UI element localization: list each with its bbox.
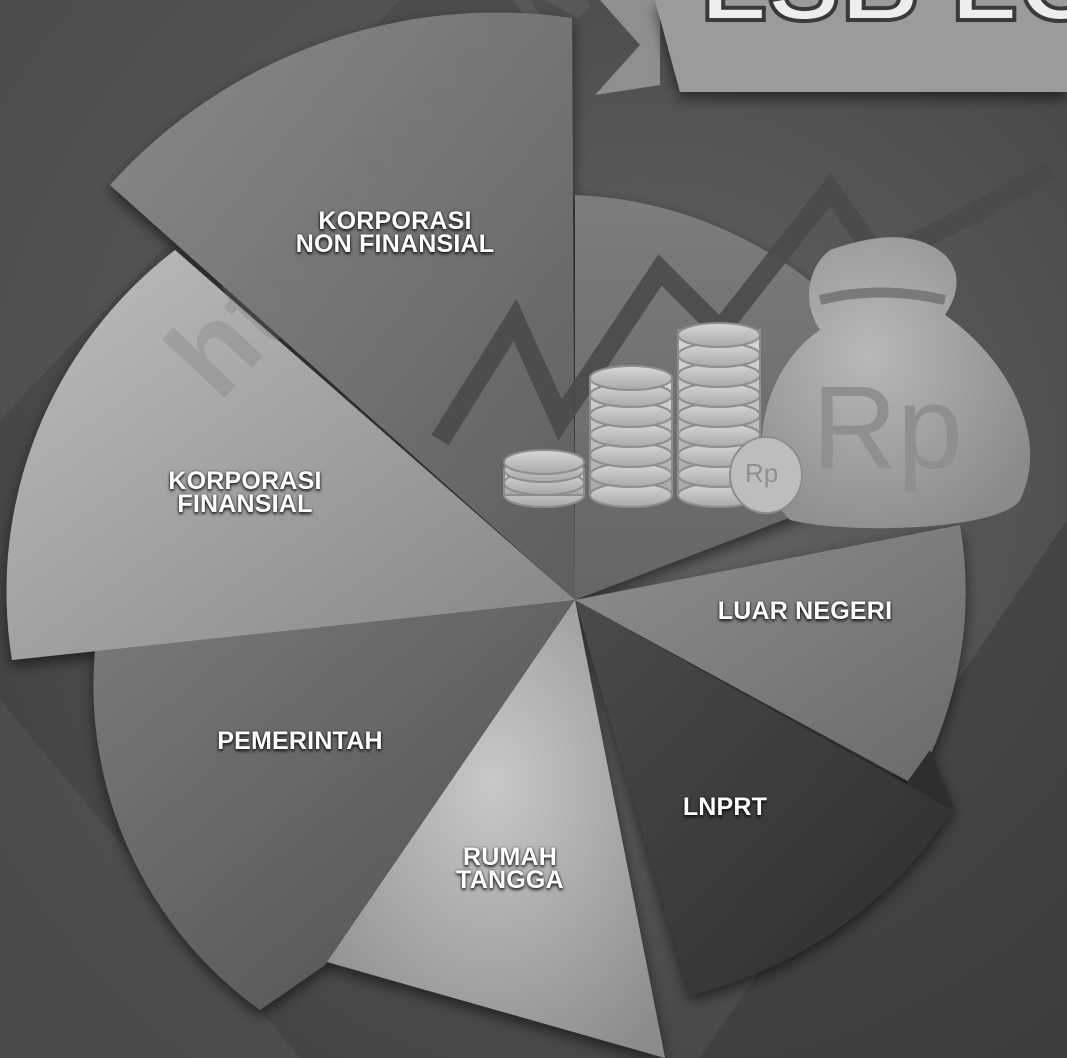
- bag-symbol: Rp: [812, 362, 963, 494]
- segment-lnprt: [575, 600, 952, 995]
- segment-rumah-tangga: [320, 600, 665, 1058]
- label-rumah-tangga: RUMAH TANGGA: [456, 843, 564, 894]
- segment-pemerintah: [93, 600, 575, 1010]
- coin-symbol: Rp: [745, 458, 779, 488]
- segment-luar-negeri: [575, 525, 966, 785]
- rp-coin-icon: [729, 436, 803, 514]
- segment-korporasi-finansial: [6, 250, 576, 660]
- label-luar-negeri: LUAR NEGERI: [717, 597, 893, 625]
- label-lnprt: LNPRT: [682, 793, 768, 821]
- header-banner: LSB LGK: [595, 0, 1067, 95]
- label-pemerintah: PEMERINTAH: [217, 727, 383, 755]
- label-korporasi-finansial: KORPORASI FINANSIAL: [168, 467, 322, 518]
- segment-korporasi-non-finansial: [110, 12, 575, 600]
- header-title: LSB LGK: [700, 0, 1067, 44]
- label-korporasi-non-finansial: KORPORASI NON FINANSIAL: [295, 207, 495, 258]
- money-bag-icon: [761, 237, 1031, 529]
- sector-pie: [6, 12, 966, 1058]
- coin-stack-icon: [503, 322, 803, 514]
